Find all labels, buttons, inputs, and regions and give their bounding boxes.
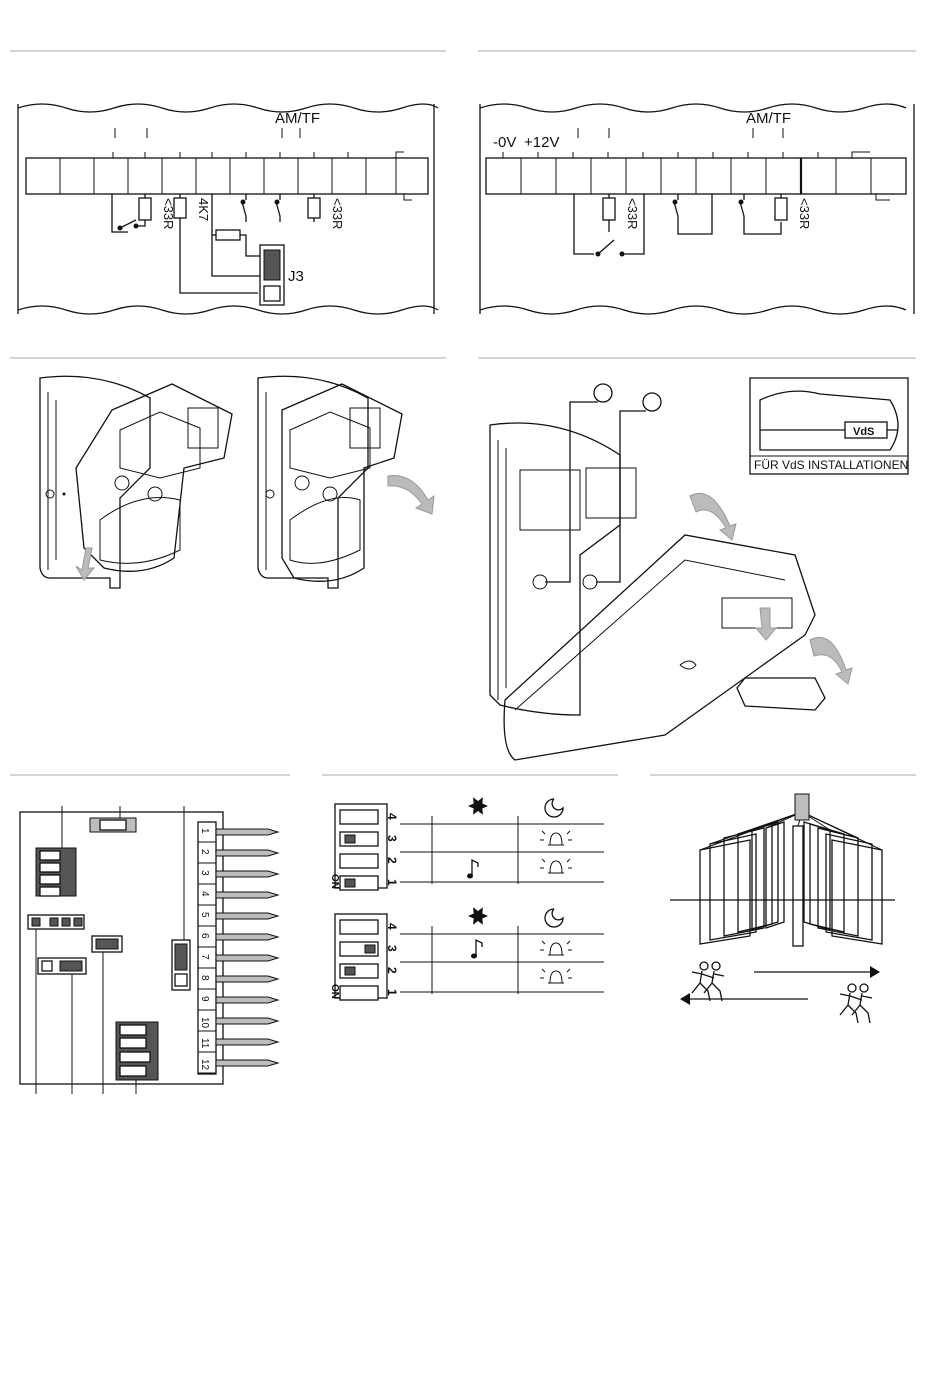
resistor-label-1: <33R — [625, 198, 640, 229]
on-label: ON — [329, 874, 340, 889]
music-note-icon — [467, 860, 478, 879]
terminal-number: 2 — [199, 849, 210, 855]
alarm-bell-icon — [540, 969, 572, 983]
flash-icon — [468, 907, 488, 924]
resistor-symbol — [216, 230, 240, 240]
terminal-pin — [216, 829, 278, 835]
amtf-label: AM/TF — [275, 110, 320, 127]
music-note-icon — [471, 940, 482, 959]
terminal-number: 9 — [199, 996, 210, 1002]
terminal-number: 8 — [199, 975, 210, 981]
resistor-label-3: <33R — [330, 198, 345, 229]
terminal-number: 5 — [199, 912, 210, 918]
dip-switch — [340, 810, 378, 824]
resistor-symbol — [603, 198, 615, 220]
detector-mounting-illustration — [40, 376, 434, 588]
on-label: ON — [329, 984, 340, 999]
night-moon-icon — [545, 909, 563, 927]
terminal-number: 1 — [199, 828, 210, 834]
jumper-label: J3 — [288, 268, 304, 285]
switch-number: 3 — [385, 945, 399, 952]
terminal-pin — [216, 892, 278, 898]
terminal-number: 7 — [199, 954, 210, 960]
wiring-diagram-left: AM/TF <33R 4K7 <33R — [18, 104, 438, 314]
terminal-pin — [216, 871, 278, 877]
resistor-symbol — [775, 198, 787, 220]
switch-number: 4 — [385, 813, 399, 820]
alarm-bell-icon — [540, 831, 572, 845]
vds-caption: FÜR VdS INSTALLATIONEN — [754, 458, 908, 472]
terminal-pin — [216, 913, 278, 919]
resistor-symbol — [139, 198, 151, 220]
walking-person-icon — [692, 962, 724, 1001]
terminal-pin — [216, 997, 278, 1003]
detector-icon — [795, 794, 809, 820]
terminal-number: 4 — [199, 891, 210, 897]
switch-number: 3 — [385, 835, 399, 842]
flash-icon — [468, 797, 488, 814]
terminal-number: 12 — [199, 1059, 210, 1071]
resistor-label-2: <33R — [797, 198, 812, 229]
alarm-bell-icon — [540, 941, 572, 955]
terminal-pin — [216, 850, 278, 856]
resistor-symbol — [174, 198, 186, 218]
switch-number: 1 — [385, 989, 399, 996]
switch-number: 2 — [385, 857, 399, 864]
dip-switch-table: 4 3 2 1 ON — [329, 797, 604, 890]
plus-12v-label: +12V — [524, 134, 559, 151]
dip-switch — [340, 986, 378, 1000]
terminal-number: 11 — [199, 1038, 210, 1049]
wiring-diagram-right: -0V +12V AM/TF <33R <33R — [480, 104, 914, 314]
resistor-symbol — [308, 198, 320, 218]
terminal-pin — [216, 1018, 278, 1024]
coverage-pattern — [670, 794, 895, 1023]
terminal-number: 10 — [199, 1017, 210, 1029]
resistor-label-4k7: 4K7 — [196, 198, 211, 221]
dip-switch-table: 4 3 2 1 ON — [329, 907, 604, 1000]
terminal-number: 6 — [199, 933, 210, 939]
minus-0v-label: -0V — [493, 134, 516, 151]
switch-number: 2 — [385, 967, 399, 974]
terminal-pin — [216, 955, 278, 961]
dip-switch — [340, 854, 378, 868]
night-moon-icon — [545, 799, 563, 817]
switch-number: 1 — [385, 879, 399, 886]
switch-number: 4 — [385, 923, 399, 930]
alarm-bell-icon — [540, 859, 572, 873]
terminal-pin — [216, 976, 278, 982]
vds-badge: VdS — [853, 426, 874, 438]
terminal-pin — [216, 1060, 278, 1066]
terminal-pin — [216, 934, 278, 940]
vds-installation-illustration: VdS FÜR VdS INSTALLATIONEN — [490, 378, 908, 760]
terminal-number: 3 — [199, 870, 210, 876]
terminal-pin — [216, 1039, 278, 1045]
dip-switch — [340, 920, 378, 934]
amtf-label: AM/TF — [746, 110, 791, 127]
walking-person-icon — [840, 984, 872, 1023]
